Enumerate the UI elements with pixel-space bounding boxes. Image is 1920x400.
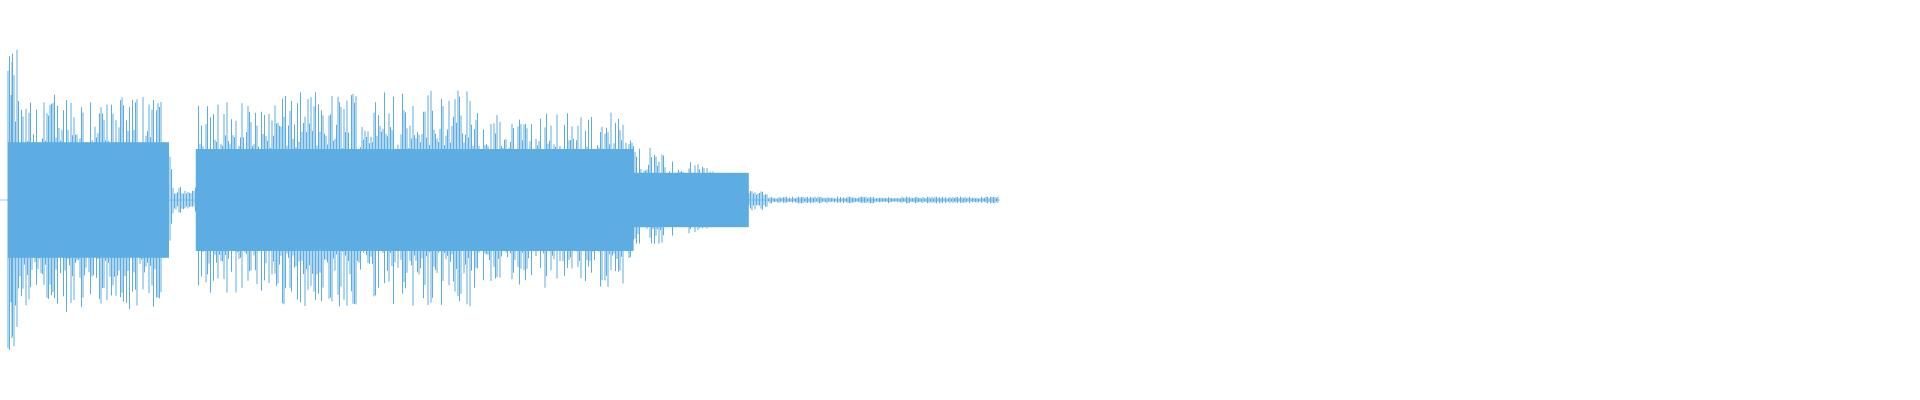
waveform-core-band (195, 149, 634, 251)
waveform-core-band (7, 142, 170, 258)
waveform-samples (7, 49, 999, 350)
waveform-core-band (633, 172, 749, 228)
